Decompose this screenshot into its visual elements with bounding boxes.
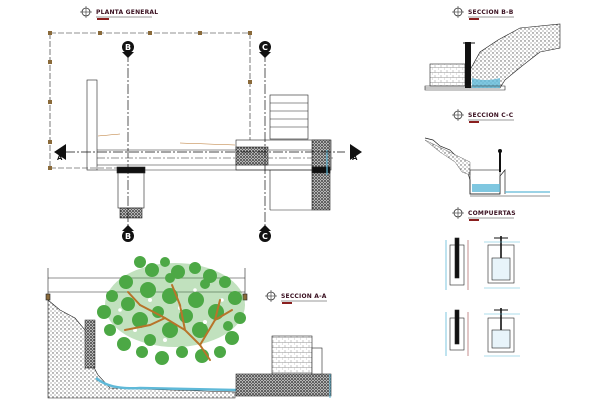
marker-c-top: C bbox=[259, 41, 271, 58]
channel-plan bbox=[86, 79, 335, 219]
marker-b-top: B bbox=[122, 41, 134, 58]
marker-a-right: A bbox=[350, 144, 362, 162]
svg-text:C: C bbox=[262, 232, 268, 241]
svg-text:C: C bbox=[262, 43, 268, 52]
section-aa: SECCION A-A bbox=[45, 256, 332, 399]
planta-title: PLANTA GENERAL bbox=[96, 9, 158, 16]
section-bb-title: SECCION B-B bbox=[468, 9, 514, 16]
water-line bbox=[95, 377, 331, 394]
svg-text:B: B bbox=[125, 43, 131, 52]
title-compuertas: COMPUERTAS bbox=[452, 207, 516, 221]
title-cc: SECCION C-C bbox=[452, 109, 514, 123]
gate-2-front bbox=[484, 308, 520, 357]
section-cc: SECCION C-C bbox=[424, 109, 550, 197]
gate-1-front bbox=[484, 236, 520, 289]
gate-2-side bbox=[445, 309, 469, 356]
terrain bbox=[47, 299, 236, 399]
marker-a-left: A bbox=[54, 144, 66, 162]
svg-text:A: A bbox=[352, 154, 358, 162]
section-cc-title: SECCION C-C bbox=[468, 112, 514, 119]
svg-text:B: B bbox=[125, 232, 131, 241]
plan-boundary bbox=[49, 32, 251, 169]
gate-1-side bbox=[445, 237, 469, 290]
wall-left bbox=[84, 319, 96, 369]
compuertas: COMPUERTAS bbox=[445, 207, 520, 357]
title-planta: PLANTA GENERAL bbox=[80, 6, 158, 20]
boundary-posts bbox=[48, 31, 252, 170]
section-aa-title: SECCION A-A bbox=[281, 293, 327, 300]
marker-c-bottom: C bbox=[259, 225, 271, 242]
svg-text:A: A bbox=[57, 154, 63, 162]
tree bbox=[97, 256, 246, 365]
upper-structure bbox=[269, 94, 312, 211]
plan-view: PLANTA GENERAL bbox=[48, 6, 362, 242]
marker-b-bottom: B bbox=[122, 225, 134, 242]
section-lines bbox=[65, 52, 345, 228]
compuertas-title: COMPUERTAS bbox=[468, 210, 516, 217]
title-aa: SECCION A-A bbox=[265, 290, 327, 304]
section-bb: SECCION B-B bbox=[424, 6, 561, 91]
title-bb: SECCION B-B bbox=[452, 6, 514, 20]
structure-right bbox=[235, 335, 332, 398]
